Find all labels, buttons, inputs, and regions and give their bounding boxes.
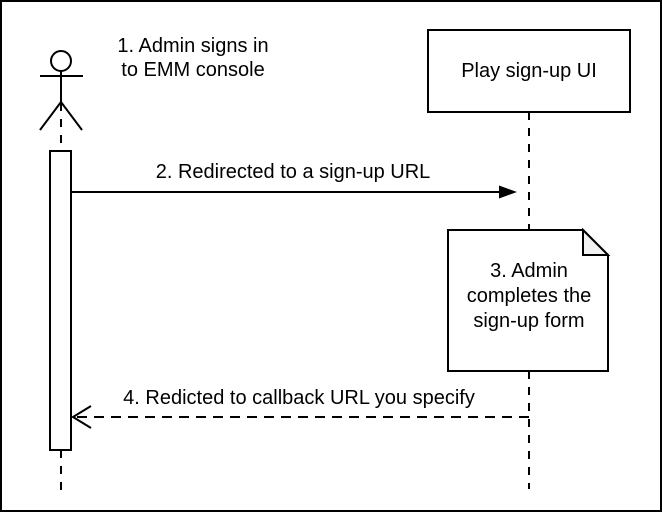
actor-figure [39,50,83,131]
actor-label: 1. Admin signs in to EMM console [117,35,269,81]
note-shape [447,227,611,372]
open-arrowhead-icon [71,405,92,429]
note-fold-icon [582,227,611,256]
activation-bar [49,150,72,451]
actor-leg-right [60,101,83,131]
actor-head [50,50,72,72]
actor-leg-left [39,101,62,131]
message-4-label: 4. Redicted to callback URL you specify [123,387,475,409]
message-2-label: 2. Redirected to a sign-up URL [155,161,431,183]
participant-box [427,29,631,113]
note-label: 3. Admin completes the sign-up form [466,260,592,332]
participant-label: Play sign-up UI [461,60,597,82]
message-2-arrow [71,185,517,199]
filled-arrowhead-icon [499,185,517,199]
message-4-arrow [71,405,529,429]
